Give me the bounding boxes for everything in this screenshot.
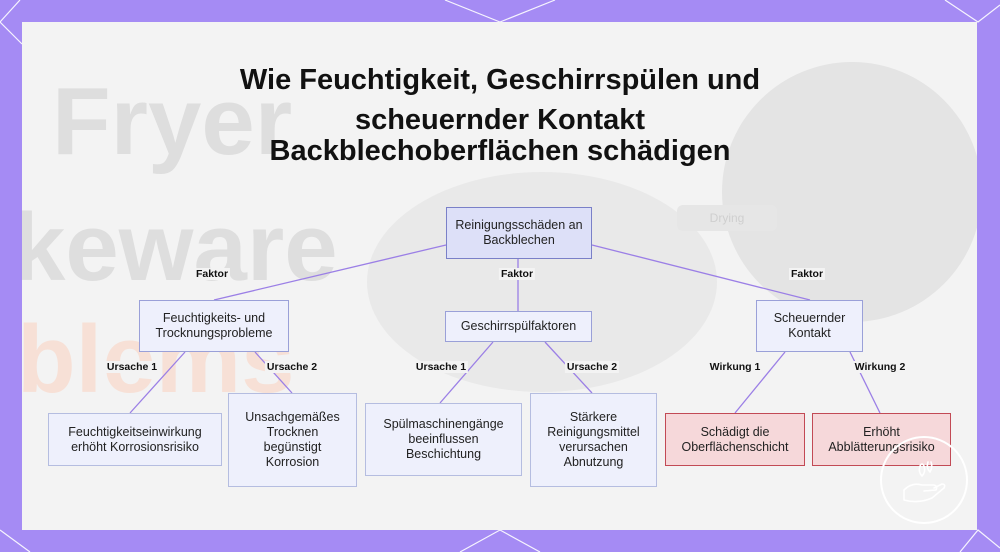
diagram-title-line-1: Wie Feuchtigkeit, Geschirrspülen und — [239, 64, 761, 96]
background-word: keware — [22, 194, 338, 301]
node-dishwasher-cause-2: Stärkere Reinigungsmittel verursachen Ab… — [530, 393, 657, 487]
background-blob — [722, 62, 977, 322]
edge-label-cause-1: Ursache 1 — [413, 361, 469, 373]
edge-label-factor-3: Faktor — [788, 268, 826, 280]
background-word: Fryer — [52, 68, 293, 175]
edge-label-effect-2: Wirkung 2 — [852, 361, 908, 373]
node-abrasive-effect-1: Schädigt die Oberflächenschicht — [665, 413, 805, 466]
diagram-title-line-2: scheuernder Kontakt — [354, 104, 646, 136]
node-moisture-cause-2: Unsachgemäßes Trocknen begünstigt Korros… — [228, 393, 357, 487]
edge-label-factor-1: Faktor — [193, 268, 231, 280]
edge-label-cause-2: Ursache 2 — [564, 361, 620, 373]
hand-logo-icon — [880, 436, 968, 524]
node-dishwasher-factors: Geschirrspülfaktoren — [445, 311, 592, 342]
edge-label-factor-2: Faktor — [498, 268, 536, 280]
edge-label-cause-1: Ursache 1 — [104, 361, 160, 373]
node-moisture-drying: Feuchtigkeits- und Trocknungsprobleme — [139, 300, 289, 352]
node-moisture-cause-1: Feuchtigkeitseinwirkung erhöht Korrosion… — [48, 413, 222, 466]
node-root: Reinigungsschäden an Backblechen — [446, 207, 592, 259]
edge-root-moisture — [213, 244, 447, 301]
edge-root-abrasive — [591, 244, 811, 301]
edge-moisture-c1 — [129, 351, 186, 414]
edge-abr-w1 — [734, 351, 786, 414]
background-pill: Drying — [677, 205, 777, 231]
diagram-title-line-3: Backblechoberflächen schädigen — [269, 135, 731, 167]
node-dishwasher-cause-1: Spülmaschinengänge beeinflussen Beschich… — [365, 403, 522, 476]
edge-label-effect-1: Wirkung 1 — [707, 361, 763, 373]
node-abrasive-contact: Scheuernder Kontakt — [756, 300, 863, 352]
edge-label-cause-2: Ursache 2 — [264, 361, 320, 373]
